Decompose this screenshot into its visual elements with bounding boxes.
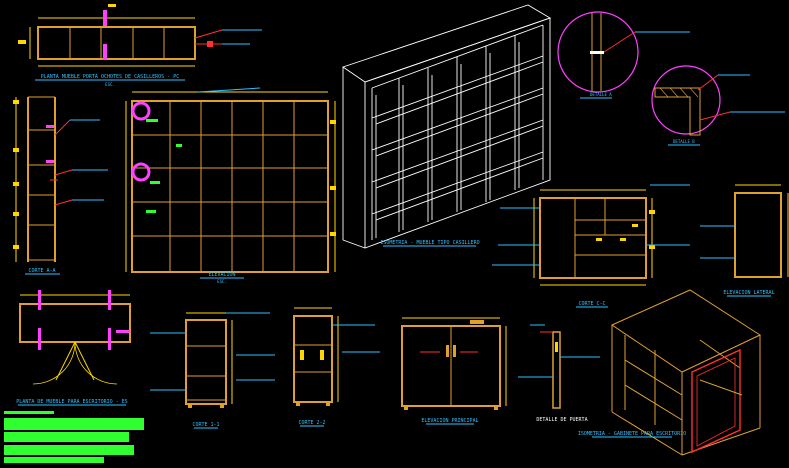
isometric-cabinet-view: ISOMETRIA - GABINETE PARA ESCRITORIO <box>578 289 762 456</box>
front-elevation-title: ELEVACION PRINCIPAL <box>421 418 478 424</box>
plan-b-title: PLANTA DE MUEBLE PARA ESCRITORIO - ES <box>16 399 127 405</box>
detail-a-title: DETALLE A <box>590 92 612 97</box>
detail-b-title: DETALLE B <box>673 139 695 144</box>
detail-callout-a <box>131 101 151 121</box>
isometric-b-title: ISOMETRIA - GABINETE PARA ESCRITORIO <box>578 431 686 437</box>
scale-label: ESC. <box>217 279 227 284</box>
section-marker <box>103 44 107 60</box>
legend-block <box>4 411 144 463</box>
section-a-view: CORTE A-A <box>13 96 108 275</box>
detail-b-view: DETALLE B <box>651 65 785 146</box>
section-c-title: CORTE C-C <box>578 301 605 307</box>
corte-2-view: CORTE 2-2 <box>293 307 380 427</box>
corte-1-title: CORTE 1-1 <box>192 422 219 428</box>
corte-1-view: CORTE 1-1 <box>150 312 275 429</box>
main-elevation-view: ELEVACION ESC. <box>125 87 336 284</box>
lateral-elevation-view: ELEVACION LATERAL <box>700 184 789 297</box>
detail-a-view: DETALLE A <box>557 11 690 99</box>
elevation-title: ELEVACION <box>208 272 235 278</box>
isometric-cubby-view: ISOMETRIA - MUEBLE TIPO CASILLERO <box>341 4 552 249</box>
isometric-title: ISOMETRIA - MUEBLE TIPO CASILLERO <box>380 240 479 246</box>
corte-2-title: CORTE 2-2 <box>298 420 325 426</box>
scale-label: ESC. <box>105 82 115 87</box>
section-a-title: CORTE A-A <box>28 268 55 274</box>
door-detail-title: DETALLE DE PUERTA <box>536 417 587 423</box>
section-marker <box>103 10 107 26</box>
plan-b-view: PLANTA DE MUEBLE PARA ESCRITORIO - ES <box>16 290 131 406</box>
top-plan-title: PLANTA MUEBLE PORTA OCHOTES DE CASILLERO… <box>41 74 179 80</box>
top-plan-view: PLANTA MUEBLE PORTA OCHOTES DE CASILLERO… <box>18 4 262 87</box>
section-c-view: CORTE C-C <box>492 184 690 308</box>
front-elevation-view: ELEVACION PRINCIPAL <box>401 317 507 425</box>
detail-callout-b <box>131 162 151 182</box>
lateral-title: ELEVACION LATERAL <box>723 290 774 296</box>
door-detail-view: DETALLE DE PUERTA <box>518 324 600 423</box>
